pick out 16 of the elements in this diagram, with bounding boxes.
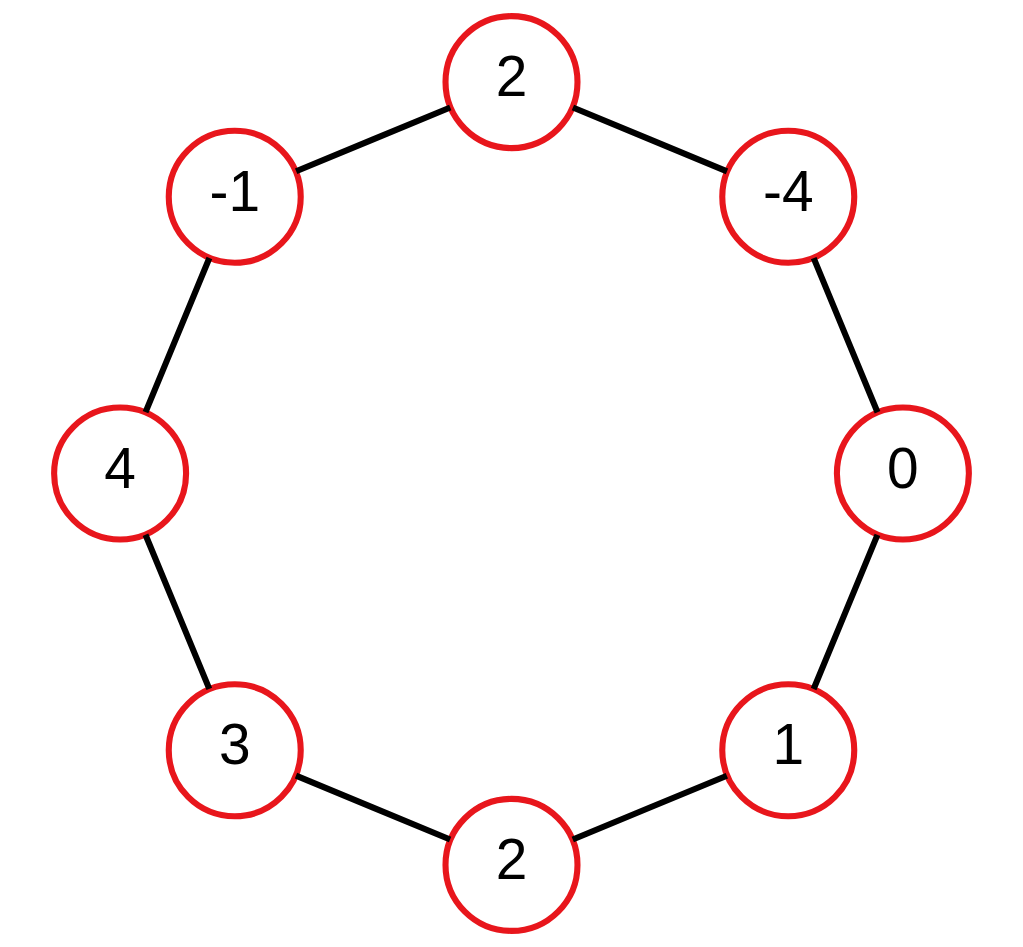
- node-circle: 2: [442, 795, 581, 934]
- connector: [142, 533, 213, 690]
- node-circle: 3: [165, 681, 304, 820]
- node-circle: 0: [833, 404, 972, 543]
- node-circle: 4: [51, 404, 190, 543]
- node-circle: -1: [165, 127, 304, 266]
- node-circle: -4: [719, 127, 858, 266]
- connector: [810, 533, 881, 691]
- node-circle: 2: [442, 13, 581, 152]
- connector: [142, 256, 213, 414]
- connector: [294, 772, 452, 843]
- connector: [571, 104, 729, 175]
- connector: [810, 257, 881, 414]
- node-circle: 1: [719, 681, 858, 820]
- connector: [571, 772, 728, 843]
- connector: [295, 104, 452, 175]
